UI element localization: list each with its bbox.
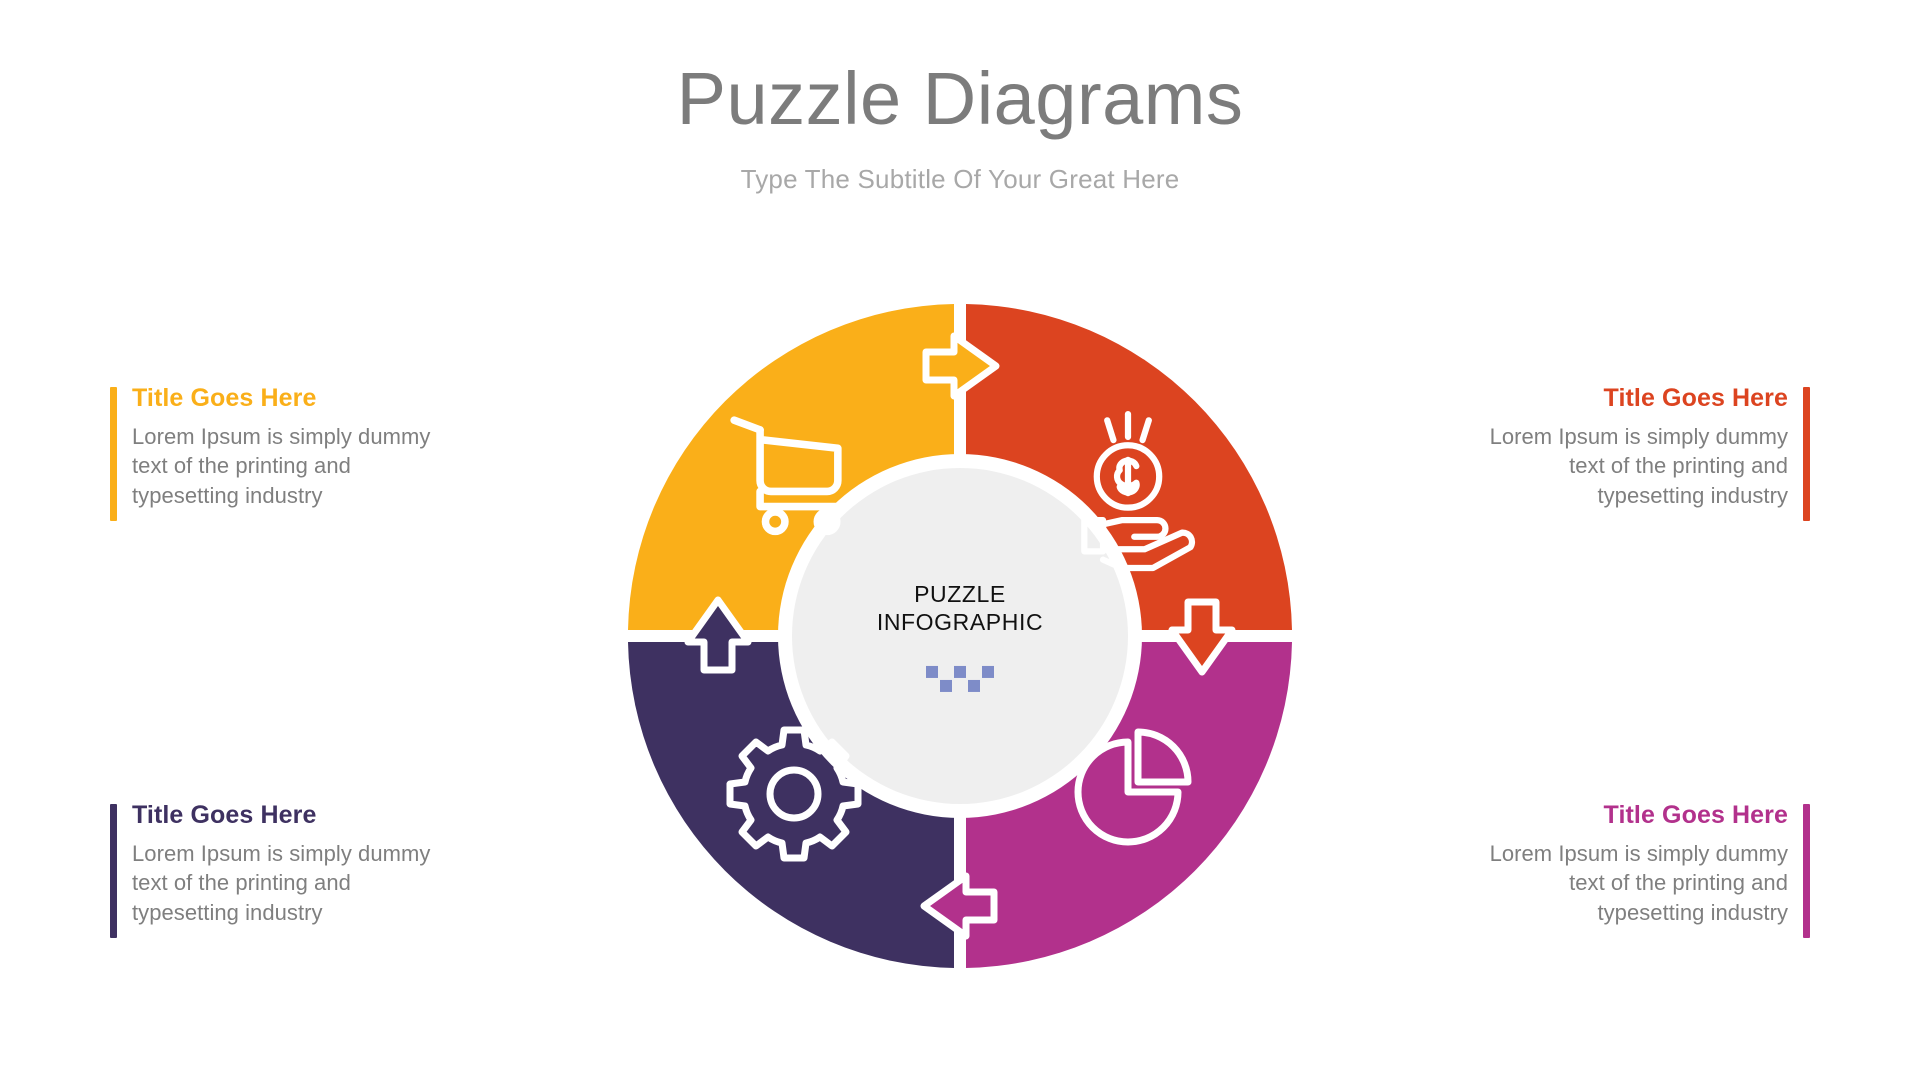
center-circle[interactable]	[792, 468, 1128, 804]
page-title: Puzzle Diagrams	[676, 57, 1244, 140]
slide-header: Puzzle Diagrams Type The Subtitle Of You…	[0, 60, 1920, 195]
arrow-down-icon	[1168, 598, 1236, 676]
hand-holding-money-icon	[1081, 410, 1196, 572]
pie-chart-icon	[1074, 728, 1192, 846]
info-body: Lorem Ipsum is simply dummy text of the …	[132, 841, 431, 925]
info-block-top-left[interactable]: Title Goes Here Lorem Ipsum is simply du…	[110, 383, 440, 521]
puzzle-cycle-diagram: PUZZLE INFOGRAPHIC	[620, 296, 1300, 976]
info-block-top-right[interactable]: Title Goes Here Lorem Ipsum is simply du…	[1480, 383, 1810, 521]
arrow-up-icon	[684, 596, 752, 674]
info-body: Lorem Ipsum is simply dummy text of the …	[132, 424, 431, 508]
info-title: Title Goes Here	[132, 801, 317, 829]
accent-bar	[110, 804, 117, 938]
page-subtitle: Type The Subtitle Of Your Great Here	[740, 163, 1180, 194]
accent-bar	[1803, 387, 1810, 521]
gear-icon	[726, 726, 862, 862]
arrow-left-icon	[920, 872, 998, 940]
info-title: Title Goes Here	[1603, 384, 1788, 412]
info-title: Title Goes Here	[132, 384, 317, 412]
info-title: Title Goes Here	[1603, 801, 1788, 829]
diagram-svg	[628, 304, 1292, 968]
info-block-bottom-right[interactable]: Title Goes Here Lorem Ipsum is simply du…	[1480, 800, 1810, 938]
info-body: Lorem Ipsum is simply dummy text of the …	[1489, 841, 1788, 925]
info-body: Lorem Ipsum is simply dummy text of the …	[1489, 424, 1788, 508]
shopping-cart-icon	[730, 416, 842, 536]
accent-bar	[1803, 804, 1810, 938]
arrow-right-icon	[922, 332, 1000, 400]
info-block-bottom-left[interactable]: Title Goes Here Lorem Ipsum is simply du…	[110, 800, 440, 938]
accent-bar	[110, 387, 117, 521]
